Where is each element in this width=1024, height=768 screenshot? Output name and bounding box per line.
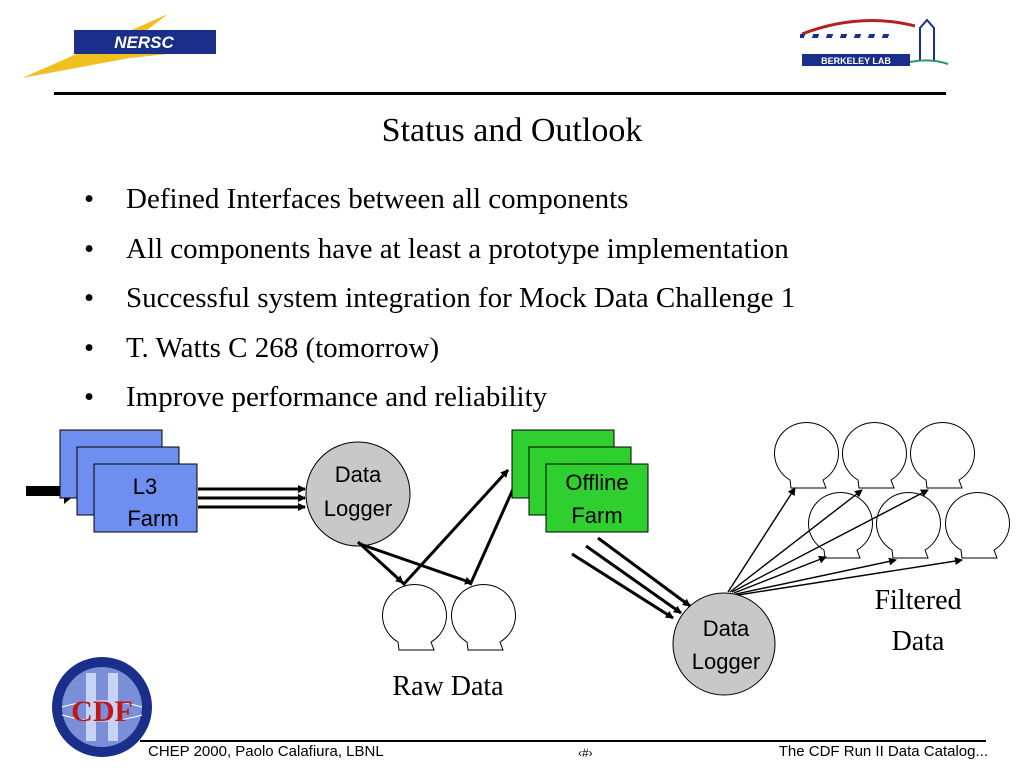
bullet-list: • Defined Interfaces between all componen… [84,175,795,423]
cdf-logo-text: CDF [71,695,133,728]
raw-tape-1 [382,583,447,651]
bullet-text: Defined Interfaces between all component… [126,183,629,215]
data-logger-1 [305,441,411,547]
offline-farm-label-line1: Offline [565,470,628,495]
bullet-marker: • [84,183,95,215]
berkeley-lab-logo-text: BERKELEY LAB [821,56,891,66]
l3-to-logger-arrows [198,485,306,511]
bullet-text: All components have at least a prototype… [126,232,789,265]
footer-rule [140,740,986,742]
l3-farm-box [93,463,198,533]
bullet-marker: • [84,381,95,413]
l3-farm-label-line1: L3 [133,474,157,499]
logger2-fanout-arrows [727,487,963,596]
logger1-flow-arrows [356,468,520,587]
l3-farm-label-line2: Farm [127,506,178,531]
filtered-tape-4 [808,491,873,559]
raw-tape-2 [451,583,516,651]
bullet-marker: • [84,331,95,364]
filtered-tape-6 [945,491,1010,559]
offline-farm-stack: Offline Farm [511,429,649,533]
berkeley-lab-logo: BERKELEY LAB [800,18,949,66]
filtered-data-label-line2: Data [892,626,945,657]
offline-farm-box [545,463,649,533]
bullet-text: T. Watts C 268 (tomorrow) [126,331,440,364]
footer-right: The CDF Run II Data Catalog... [778,743,988,760]
bullet-item: • All components have at least a prototyp… [84,225,795,275]
data-logger-2 [672,592,776,696]
data-logger-1-label-line1: Data [335,462,382,487]
filtered-data-label-line1: Filtered [874,585,961,616]
nersc-logo-text: NERSC [114,33,174,52]
cdf-logo: CDF [52,657,152,757]
raw-data-label: Raw Data [392,671,504,702]
filtered-tape-3 [910,421,975,489]
header-rule [54,92,946,95]
bullet-text: Improve performance and reliability [126,381,548,413]
bullet-item: • Successful system integration for Mock … [84,274,795,324]
bullet-item: • T. Watts C 268 (tomorrow) [84,324,795,374]
input-arrow-shaft [26,486,66,496]
l3-farm-stack: L3 Farm [59,429,198,533]
campanile-icon [919,18,935,60]
filtered-data-tapes [774,421,1010,559]
offline-farm-label-line2: Farm [571,503,622,528]
bullet-text: Successful system integration for Mock D… [126,282,796,314]
bullet-marker: • [84,232,95,265]
nersc-logo-bar [74,30,216,54]
bullet-item: • Improve performance and reliability [84,373,795,423]
data-logger-2-label-line2: Logger [692,649,761,674]
data-flow-diagram: L3 Farm Data Logger Raw Data Offline Far… [26,421,1010,702]
filtered-tape-2 [842,421,907,489]
filtered-tape-1 [774,421,839,489]
data-logger-2-label-line1: Data [703,616,750,641]
offline-to-logger-arrows [571,536,691,620]
footer-left: CHEP 2000, Paolo Calafiura, LBNL [148,743,384,760]
raw-data-tapes [382,583,516,651]
footer-slide-number: ‹#› [578,746,593,760]
data-logger-1-label-line2: Logger [324,496,393,521]
bullet-item: • Defined Interfaces between all componen… [84,175,795,225]
slide-title: Status and Outlook [381,112,643,149]
nersc-logo: NERSC [22,14,216,78]
bullet-marker: • [84,282,95,314]
filtered-tape-5 [876,491,941,559]
